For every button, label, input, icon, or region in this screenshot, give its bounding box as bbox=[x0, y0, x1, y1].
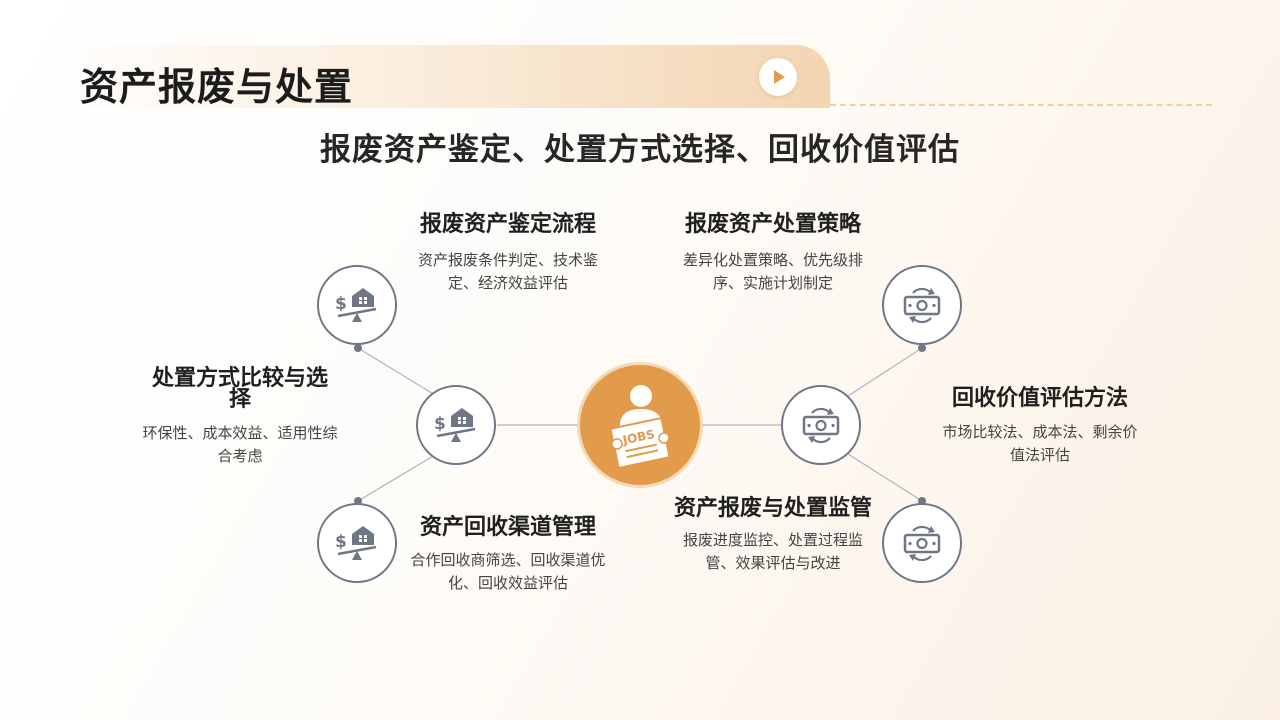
block-title: 回收价值评估方法 bbox=[951, 386, 1128, 411]
node-mid-left: $ bbox=[416, 385, 496, 465]
house-scale-icon: $ bbox=[335, 288, 377, 322]
header-bar bbox=[45, 45, 830, 108]
block-top-right: 报废资产处置策略 差异化处置策略、优先级排序、实施计划制定 bbox=[673, 214, 873, 295]
house-scale-icon: $ bbox=[434, 408, 476, 442]
block-desc: 合作回收商筛选、回收渠道优化、回收效益评估 bbox=[410, 551, 606, 592]
svg-text:$: $ bbox=[434, 414, 446, 434]
node-mid-right bbox=[781, 385, 861, 465]
block-bottom-right: 资产报废与处置监管 报废进度监控、处置过程监管、效果评估与改进 bbox=[673, 498, 873, 575]
block-title: 资产报废与处置监管 bbox=[673, 496, 872, 521]
block-desc: 差异化处置策略、优先级排序、实施计划制定 bbox=[682, 251, 863, 292]
connector-dot bbox=[918, 497, 926, 505]
money-exchange-icon bbox=[903, 525, 941, 562]
block-desc: 环保性、成本效益、适用性综合考虑 bbox=[142, 424, 338, 465]
money-exchange-icon bbox=[903, 287, 941, 324]
play-icon bbox=[774, 70, 785, 84]
block-title: 处置方式比较与选择 bbox=[151, 366, 328, 412]
block-mid-right: 回收价值评估方法 市场比较法、成本法、剩余价值法评估 bbox=[940, 388, 1140, 467]
diagram-subtitle: 报废资产鉴定、处置方式选择、回收价值评估 bbox=[320, 132, 960, 168]
block-desc: 报废进度监控、处置过程监管、效果评估与改进 bbox=[682, 531, 863, 572]
connector-dot bbox=[354, 497, 362, 505]
house-scale-icon: $ bbox=[335, 526, 377, 560]
block-title: 资产回收渠道管理 bbox=[419, 515, 596, 540]
jobs-sign-icon: JOBS bbox=[609, 385, 671, 469]
connector-dot bbox=[354, 344, 362, 352]
page-title: 资产报废与处置 bbox=[80, 65, 354, 109]
block-desc: 资产报废条件判定、技术鉴定、经济效益评估 bbox=[417, 251, 598, 292]
node-top-right bbox=[882, 265, 962, 345]
connector-dot bbox=[918, 344, 926, 352]
block-title: 报废资产处置策略 bbox=[684, 212, 861, 237]
node-top-left: $ bbox=[317, 265, 397, 345]
block-desc: 市场比较法、成本法、剩余价值法评估 bbox=[942, 423, 1138, 464]
block-title: 报废资产鉴定流程 bbox=[419, 212, 596, 237]
node-bottom-right bbox=[882, 503, 962, 583]
header-dashed-divider bbox=[830, 104, 1212, 106]
play-button[interactable] bbox=[759, 58, 797, 96]
center-node: JOBS bbox=[577, 362, 703, 488]
svg-text:$: $ bbox=[335, 532, 347, 552]
block-bottom-left: 资产回收渠道管理 合作回收商筛选、回收渠道优化、回收效益评估 bbox=[408, 517, 608, 595]
svg-text:$: $ bbox=[335, 294, 347, 314]
block-mid-left: 处置方式比较与选择 环保性、成本效益、适用性综合考虑 bbox=[142, 368, 338, 468]
jobs-label: JOBS bbox=[620, 427, 656, 448]
block-top-left: 报废资产鉴定流程 资产报废条件判定、技术鉴定、经济效益评估 bbox=[408, 214, 608, 295]
node-bottom-left: $ bbox=[317, 503, 397, 583]
money-exchange-icon bbox=[802, 407, 840, 444]
